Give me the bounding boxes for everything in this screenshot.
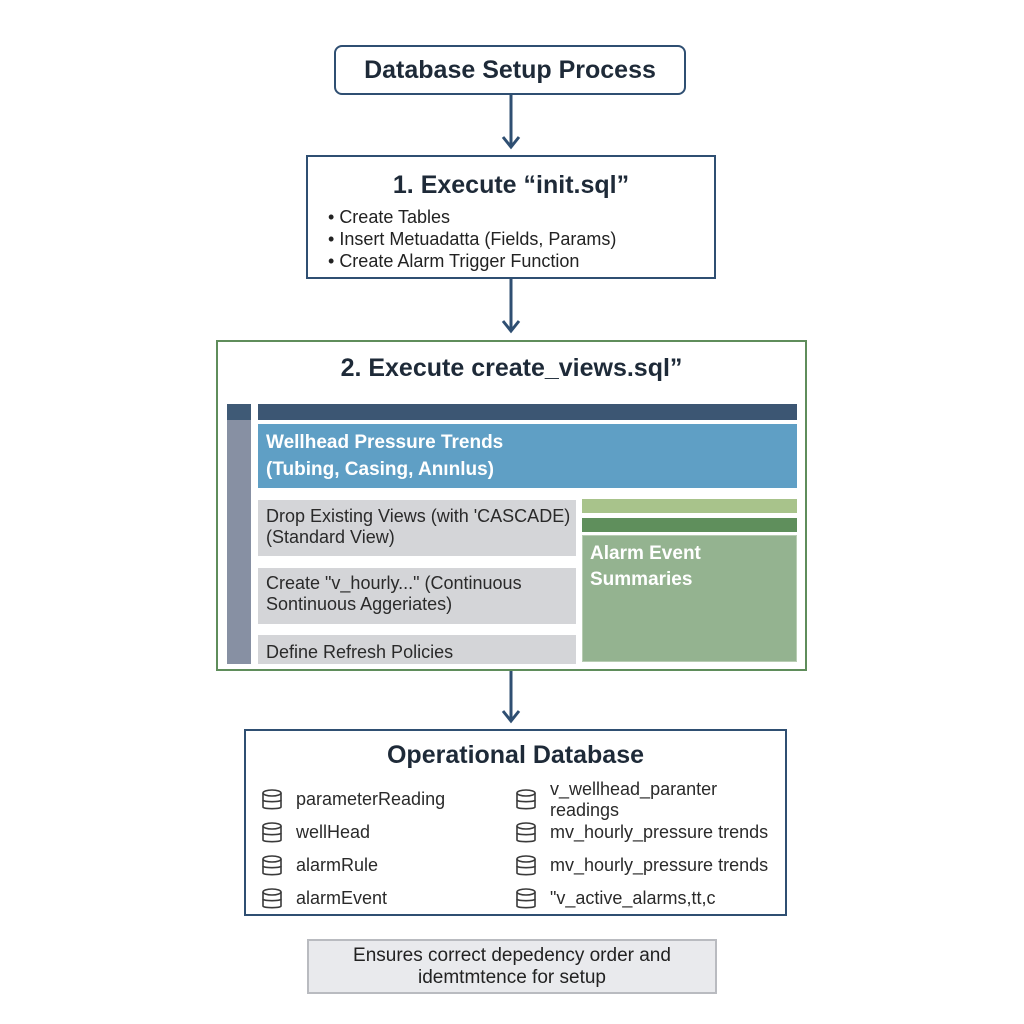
list-item: mv_hourly_pressure trends [514, 849, 785, 882]
green-strip-dark [582, 518, 797, 532]
view-name: mv_hourly_pressure trends [550, 822, 769, 842]
view-name: v_wellhead_paranter readings [550, 778, 718, 820]
list-item: wellHead [260, 816, 445, 849]
grey-item-line: (Standard View) [266, 527, 395, 547]
database-cylinder-icon [260, 821, 286, 845]
step2-sidebar [227, 420, 251, 664]
table-name: alarmRule [296, 855, 379, 875]
drop-views-item: Drop Existing Views (with 'CASCADE) (Sta… [258, 500, 576, 556]
table-name: parameterReading [296, 789, 446, 809]
arrow-down-icon [501, 95, 521, 151]
blue-panel-line: (Tubing, Casing, Anınlus) [266, 459, 494, 480]
refresh-policies-item: Define Refresh Policies [258, 635, 576, 664]
database-cylinder-icon [514, 887, 540, 911]
step2-top-bar [258, 404, 797, 420]
list-item: parameterReading [260, 783, 445, 816]
green-panel-line: Alarm Event [590, 543, 701, 564]
arrow-down-icon [501, 671, 521, 725]
list-item: alarmRule [260, 849, 445, 882]
table-name: wellHead [296, 822, 371, 842]
step1-bullet-list: Create Tables Insert Metuadatta (Fields,… [328, 206, 616, 272]
operational-database-heading: Operational Database [386, 741, 645, 769]
step1-heading: 1. Execute “init.sql” [392, 171, 630, 199]
view-list: v_wellhead_paranter readings mv_hourly_p… [514, 779, 785, 915]
arrow-down-icon [501, 279, 521, 335]
view-name: "v_active_alarms,tt,c [550, 888, 716, 908]
step1-bullet: Create Tables [328, 206, 616, 228]
step1-bullet: Insert Metuadatta (Fields, Params) [328, 228, 616, 250]
database-cylinder-icon [514, 821, 540, 845]
list-item: v_wellhead_paranter readings [514, 779, 785, 820]
list-item: mv_hourly_pressure trends [514, 816, 785, 849]
step1-box: 1. Execute “init.sql” Create Tables Inse… [306, 155, 716, 279]
view-name: mv_hourly_pressure trends [550, 855, 769, 875]
step1-bullet: Create Alarm Trigger Function [328, 250, 616, 272]
operational-database-box: Operational Database parameterReading we… [244, 729, 787, 916]
process-title: Database Setup Process [334, 45, 686, 95]
database-cylinder-icon [260, 788, 286, 812]
step2-heading: 2. Execute create_views.sql” [340, 354, 683, 382]
grey-item-line: Sontinuous Aggeriates) [266, 594, 453, 614]
green-panel-line: Summaries [590, 569, 693, 590]
database-cylinder-icon [514, 854, 540, 878]
grey-item-line: Drop Existing Views (with 'CASCADE) [266, 506, 571, 526]
grey-item-line: Create "v_hourly..." (Continuous [266, 573, 522, 593]
grey-item-line: Define Refresh Policies [266, 642, 454, 662]
note-line: idemtmtence for setup [418, 967, 606, 988]
database-cylinder-icon [514, 788, 540, 812]
note-line: Ensures correct depedency order and [353, 945, 671, 966]
table-list: parameterReading wellHead alarmRule alar… [260, 783, 445, 915]
list-item: "v_active_alarms,tt,c [514, 882, 785, 915]
create-hourly-item: Create "v_hourly..." (Continuous Sontinu… [258, 568, 576, 624]
setup-note: Ensures correct depedency order and idem… [307, 939, 717, 994]
table-name: alarmEvent [296, 888, 388, 908]
blue-panel-line: Wellhead Pressure Trends [266, 432, 504, 453]
step2-sidebar-top [227, 404, 251, 420]
green-strip-light [582, 499, 797, 513]
alarm-event-summaries-panel: Alarm Event Summaries [582, 535, 797, 662]
database-cylinder-icon [260, 854, 286, 878]
wellhead-pressure-trends-panel: Wellhead Pressure Trends (Tubing, Casing… [258, 424, 797, 488]
list-item: alarmEvent [260, 882, 445, 915]
database-cylinder-icon [260, 887, 286, 911]
